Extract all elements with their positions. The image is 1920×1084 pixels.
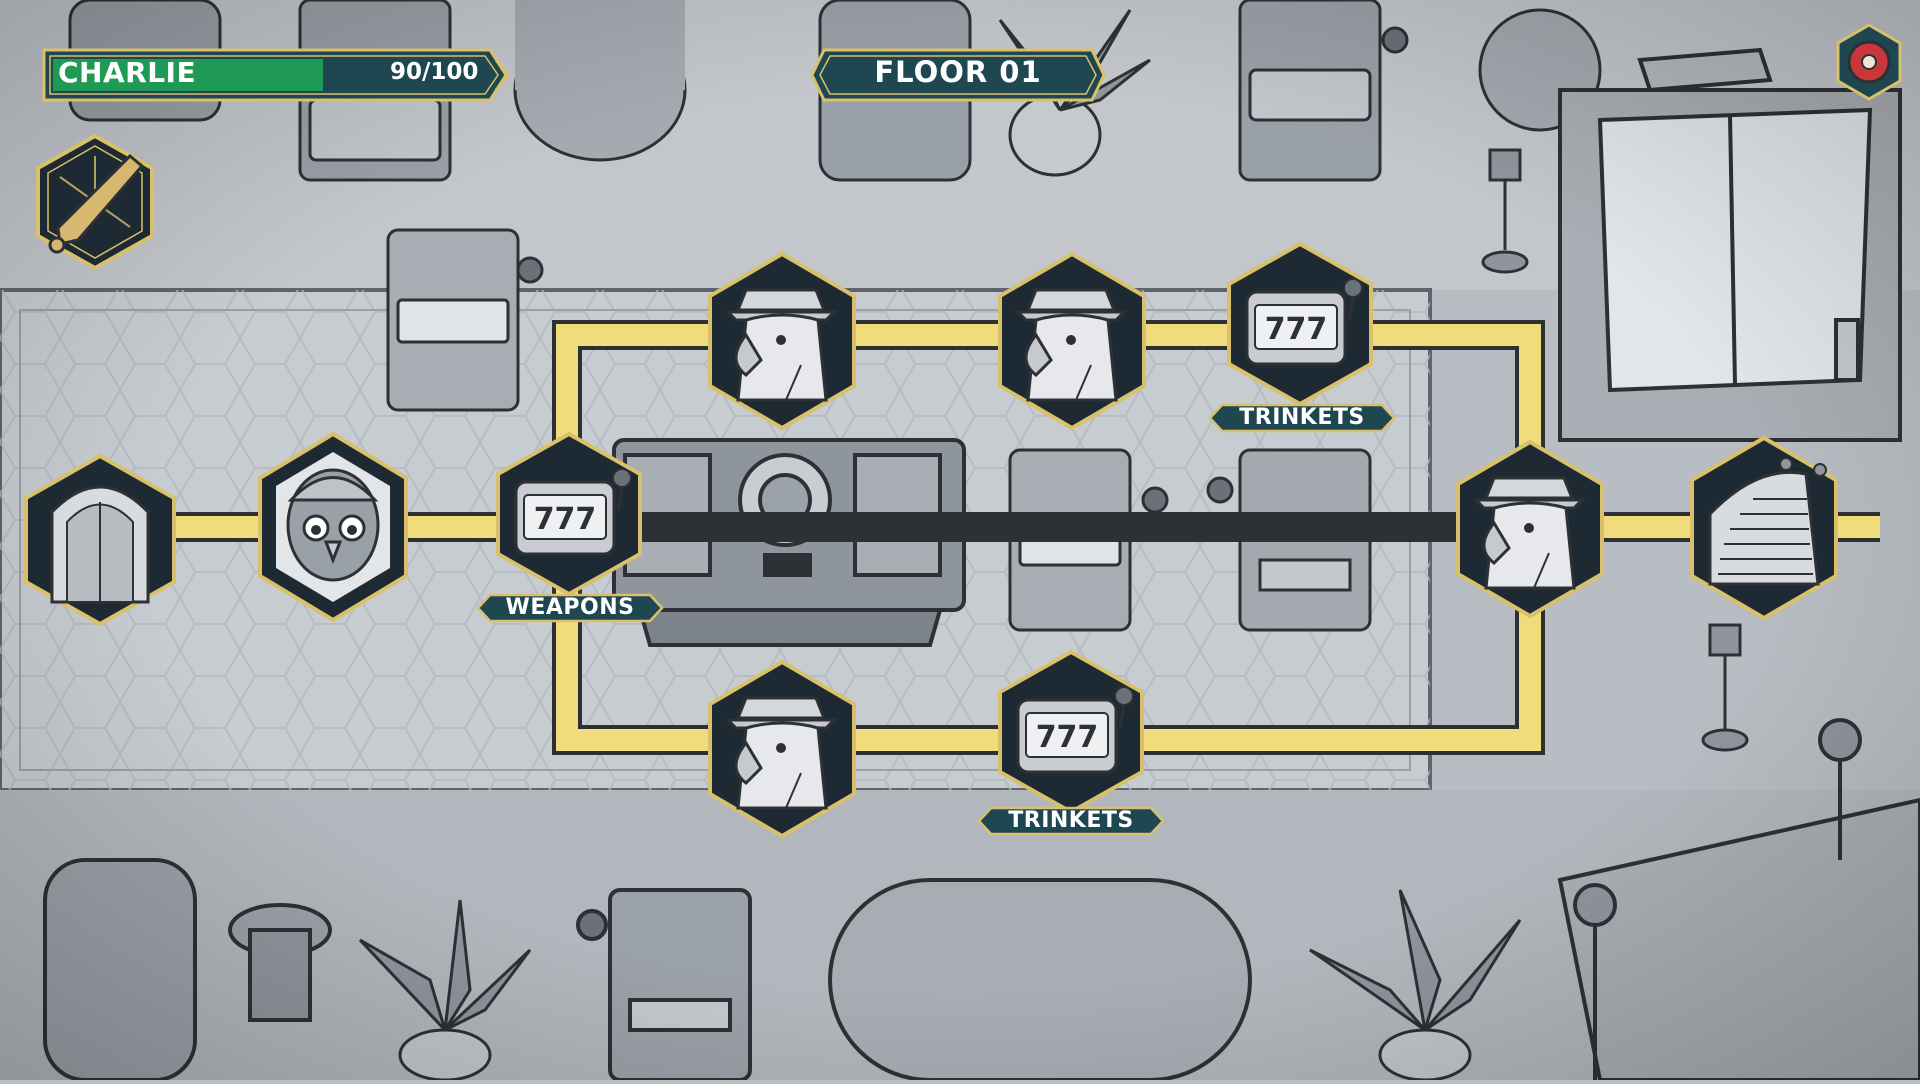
map-node-exit-stairs[interactable]: [1688, 434, 1840, 622]
parrot-gangster-icon: [708, 659, 856, 839]
map-node-enemy-parrot-bottom[interactable]: [706, 658, 858, 840]
settings-button[interactable]: [1834, 22, 1904, 102]
floor-badge-frame: [810, 48, 1106, 102]
tag-frame: [476, 593, 664, 623]
slot-machine-icon: 777: [998, 649, 1144, 815]
shop-tag-label: TRINKETS: [1239, 405, 1365, 430]
shop-tag-trinkets-top: TRINKETS: [1208, 403, 1396, 433]
shop-tag-trinkets-bottom: TRINKETS: [977, 806, 1165, 836]
ornate-door-icon: [24, 453, 176, 627]
shop-tag-weapons: WEAPONS: [476, 593, 664, 623]
health-bar-frame: [42, 48, 510, 102]
floor-label: FLOOR 01: [874, 55, 1042, 89]
equipped-weapon-slot[interactable]: [30, 132, 160, 272]
map-node-enemy-parrot-top-1[interactable]: [706, 250, 858, 432]
svg-text:777: 777: [1036, 720, 1099, 755]
shop-tag-label: TRINKETS: [1008, 808, 1134, 833]
staircase-icon: [1690, 435, 1838, 621]
map-node-enemy-owl[interactable]: [256, 430, 410, 624]
map-node-shop-weapons[interactable]: 777: [494, 430, 644, 598]
map-node-start-door[interactable]: [22, 452, 178, 628]
player-name: CHARLIE: [58, 56, 197, 89]
parrot-gangster-icon: [708, 251, 856, 431]
parrot-gangster-icon: [1456, 439, 1604, 619]
record-disc-icon: [1836, 23, 1902, 101]
tag-frame: [977, 806, 1165, 836]
parrot-gangster-icon: [998, 251, 1146, 431]
map-node-enemy-parrot-right[interactable]: [1454, 438, 1606, 620]
owl-boss-icon: [258, 431, 408, 623]
baseball-bat-icon: [36, 133, 154, 271]
tag-frame: [1208, 403, 1396, 433]
map-node-shop-trinkets-top[interactable]: 777: [1225, 240, 1375, 408]
map-node-enemy-parrot-top-2[interactable]: [996, 250, 1148, 432]
floor-indicator: FLOOR 01: [808, 44, 1108, 106]
slot-machine-icon: 777: [496, 431, 642, 597]
shop-tag-label: WEAPONS: [505, 595, 635, 620]
svg-text:777: 777: [1265, 312, 1328, 347]
svg-text:777: 777: [534, 502, 597, 537]
slot-machine-icon: 777: [1227, 241, 1373, 407]
player-health-bar: CHARLIE 90/100: [40, 44, 510, 106]
map-node-shop-trinkets-bottom[interactable]: 777: [996, 648, 1146, 816]
player-hp-text: 90/100: [390, 59, 479, 85]
